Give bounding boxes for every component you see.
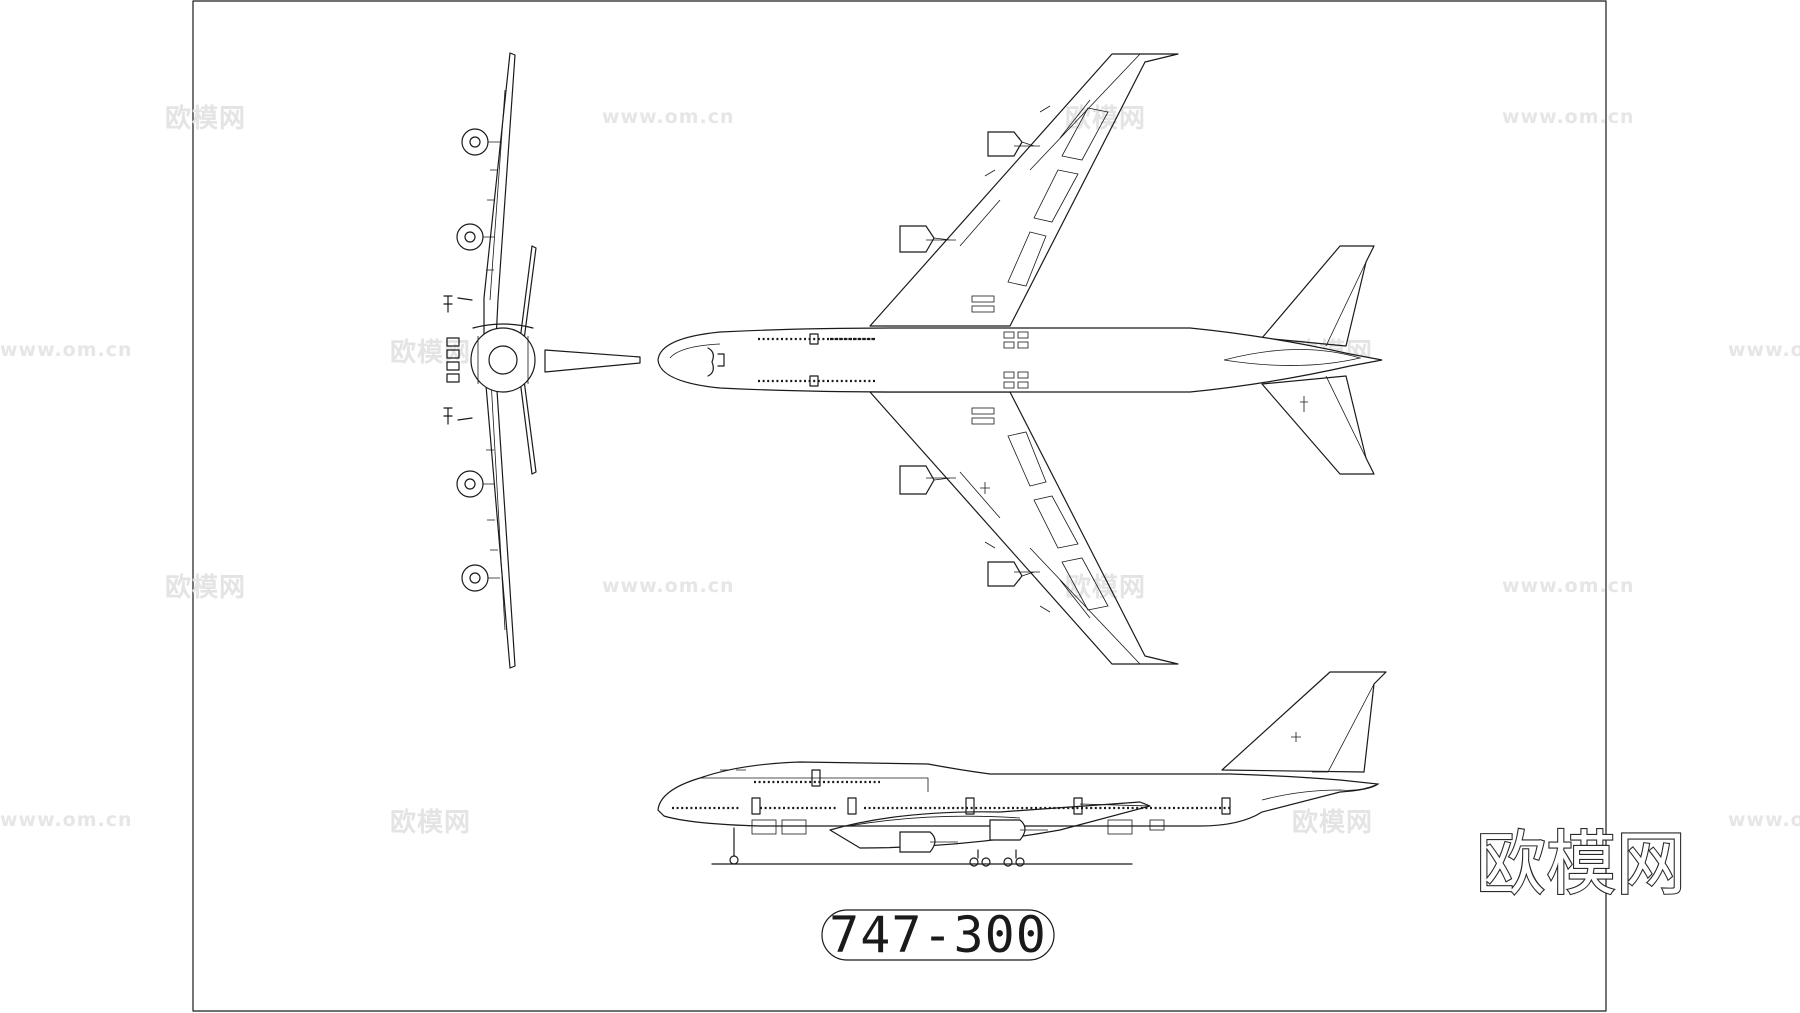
side-view bbox=[657, 671, 1387, 867]
top-engine bbox=[987, 561, 1040, 587]
watermark-url: www.om.cn bbox=[0, 339, 133, 361]
top-engine bbox=[899, 225, 956, 253]
watermark-url: www.om.cn bbox=[1502, 575, 1635, 597]
watermark-url: www.om.cn bbox=[1728, 809, 1800, 831]
model-label: 747-300 bbox=[829, 906, 1047, 964]
top-view bbox=[657, 53, 1383, 665]
front-landing-gear bbox=[443, 295, 473, 425]
side-engine bbox=[899, 831, 958, 853]
top-stabilizer-lower bbox=[1261, 375, 1375, 475]
front-engine bbox=[456, 470, 484, 498]
top-wing-upper bbox=[869, 53, 1179, 327]
top-engine bbox=[987, 131, 1040, 157]
watermark-url: www.om.cn bbox=[0, 809, 133, 831]
watermark-text: 欧模网 bbox=[390, 337, 471, 368]
front-view bbox=[443, 52, 641, 669]
front-engine bbox=[461, 564, 489, 592]
watermark-text: 欧模网 bbox=[165, 572, 246, 603]
watermark-text: 欧模网 bbox=[390, 807, 471, 838]
watermark-text: 欧模网 bbox=[165, 103, 246, 134]
drawing-frame bbox=[192, 0, 1607, 1012]
side-engine bbox=[989, 819, 1048, 841]
watermark-text: 欧模网 bbox=[1292, 807, 1373, 838]
front-wing bbox=[483, 52, 516, 669]
top-wingbox bbox=[971, 295, 1029, 425]
watermark-url: www.om.cn bbox=[1502, 106, 1635, 128]
side-fuselage bbox=[657, 761, 1380, 827]
watermark-url: www.om.cn bbox=[602, 106, 735, 128]
watermark-text: 欧模网 bbox=[1065, 572, 1146, 603]
front-fin bbox=[544, 349, 641, 373]
front-engine bbox=[456, 223, 484, 251]
top-engine bbox=[899, 465, 956, 495]
brand-logo: 欧模网 bbox=[1476, 823, 1686, 905]
watermark-url: www.om.cn bbox=[602, 575, 735, 597]
side-landing-gear bbox=[729, 827, 1025, 867]
side-fin bbox=[1221, 671, 1387, 773]
front-fuselage bbox=[470, 327, 536, 393]
top-fuselage bbox=[657, 327, 1383, 393]
front-engine bbox=[461, 128, 489, 156]
top-stabilizer-upper bbox=[1261, 245, 1375, 347]
watermark-text: 欧模网 bbox=[1065, 103, 1146, 134]
watermark-url: www.om.cn bbox=[1728, 339, 1800, 361]
model-label-box: 747-300 bbox=[821, 906, 1055, 964]
top-cockpit bbox=[707, 347, 725, 377]
